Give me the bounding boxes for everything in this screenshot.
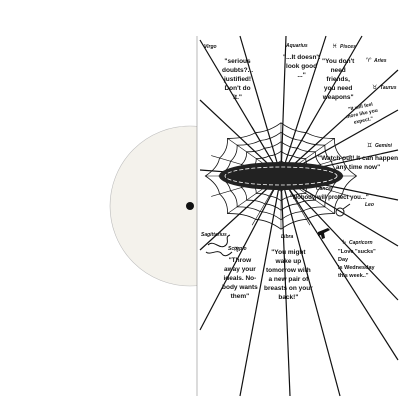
title-band xyxy=(219,162,343,190)
web-ray xyxy=(280,35,287,177)
gemini-icon: ♊ xyxy=(367,142,373,149)
web-ray xyxy=(239,35,282,177)
sign-capricorn: Capricorn xyxy=(349,240,373,246)
quote-libra: "You might wake up tomorrow with a new p… xyxy=(264,249,313,301)
scribble-icon xyxy=(205,234,233,257)
sign-aquarius: Aquarius xyxy=(286,43,308,49)
title-band-pattern xyxy=(224,166,338,186)
sign-sagittarius: Sagittarius xyxy=(201,232,227,238)
quote-scorpio: "Throw away your ideals. No- body wants … xyxy=(222,257,258,300)
sign-pisces: Pisces xyxy=(340,44,356,50)
sign-cancer: Cancer xyxy=(316,186,333,192)
web-ray xyxy=(280,175,291,397)
aries-icon: ♈ xyxy=(366,57,372,64)
quote-cancer: "Nobody will protect you..." xyxy=(290,195,369,201)
sign-taurus: Taurus xyxy=(380,85,397,91)
virgo-icon: ♍ xyxy=(234,246,240,253)
web-ray xyxy=(280,175,399,301)
web-ray xyxy=(280,175,341,397)
spindle-hole xyxy=(186,202,194,210)
web-ray xyxy=(239,175,282,397)
grenade-icon xyxy=(335,203,351,217)
sign-virgo: Virgo xyxy=(204,44,217,50)
quote-aquarius: "...It doesn't look good ..." xyxy=(283,54,321,79)
sign-libra: Libra xyxy=(281,234,294,240)
taurus-icon: ♉ xyxy=(372,84,378,91)
quote-capricorn: "Love "sucks" Day is Wednesday this week… xyxy=(338,249,376,279)
quote-pisces: "You don't need friends, you need weapon… xyxy=(322,58,355,101)
sleeve xyxy=(197,36,400,396)
sign-gemini: Gemini xyxy=(375,143,392,149)
capricorn-icon: ♑ xyxy=(341,239,347,246)
sign-aries: Aries xyxy=(374,58,387,64)
web-ray xyxy=(280,35,327,177)
quote-gemini: "Watch out! It can happen any time now" xyxy=(318,155,399,171)
sign-scorpio: Scorpio xyxy=(228,246,247,252)
quote-virgo: "serious doubts?... justified! Don't do … xyxy=(222,58,254,101)
sign-leo: Leo xyxy=(365,202,374,208)
gun-icon xyxy=(318,228,330,239)
pisces-icon: ♓ xyxy=(332,43,338,50)
web-ray xyxy=(280,175,399,361)
web-ray xyxy=(199,175,282,331)
